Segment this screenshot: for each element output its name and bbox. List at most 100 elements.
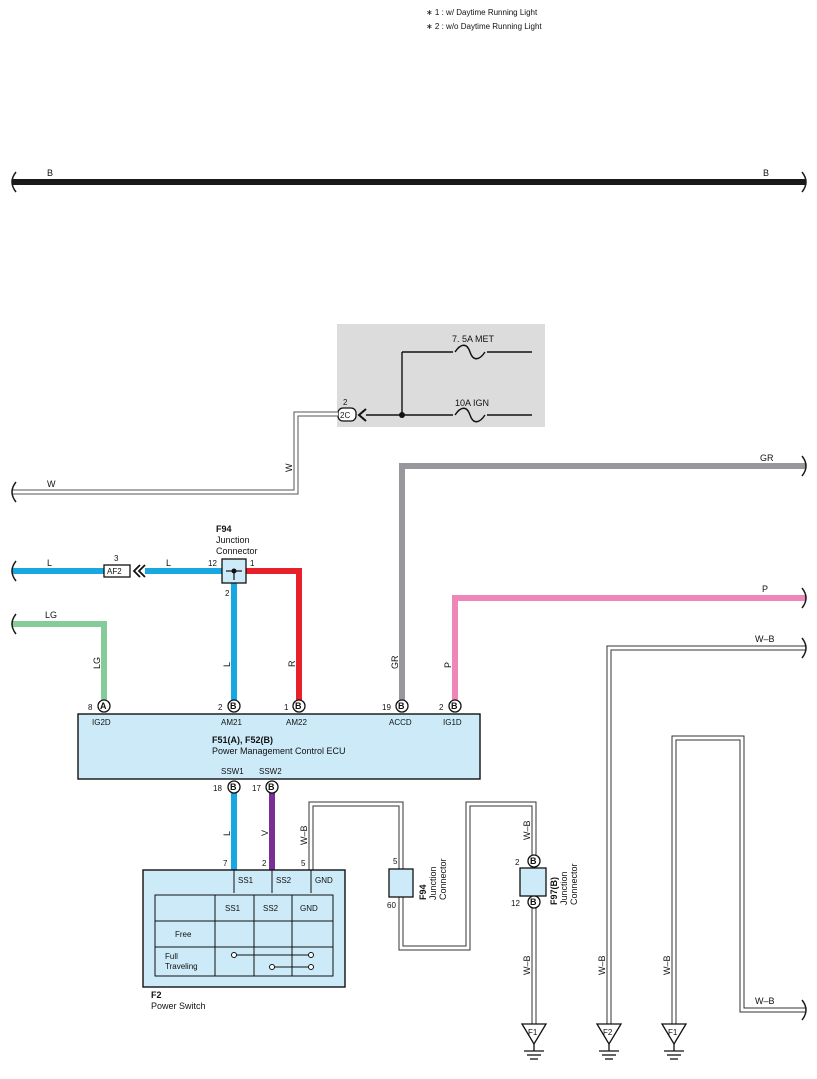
f2-row-free: Free	[175, 930, 192, 939]
ecu-pin-ig1d: B 2 IG1D	[439, 699, 462, 727]
f97-id: F97(B)	[549, 877, 559, 905]
ground-f1-icon	[520, 1023, 548, 1060]
f2-row-traveling: Traveling	[165, 962, 198, 971]
connector-2c-pin: 2	[343, 398, 348, 407]
f2-terminal-ss2: SS2	[276, 876, 292, 885]
f94-bottom-pin-bottom: 60	[387, 901, 396, 910]
wire-l-label-left: L	[47, 558, 52, 568]
fuse-box	[337, 324, 545, 427]
wire-v-ssw2-label: V	[260, 830, 270, 836]
wire-gr	[399, 455, 807, 700]
wire-gr-label: GR	[760, 453, 774, 463]
ecu-pin-am22: B 1 AM22	[284, 699, 307, 727]
svg-text:19: 19	[382, 703, 391, 712]
junction-connector-f94-icon	[221, 558, 247, 584]
f94-top-pin-left: 12	[208, 559, 217, 568]
svg-text:1: 1	[284, 703, 289, 712]
svg-text:AM22: AM22	[286, 718, 307, 727]
wire-lg-vertical-label: LG	[92, 657, 102, 669]
svg-text:17: 17	[252, 784, 261, 793]
connector-af2-pin: 3	[114, 554, 119, 563]
svg-text:AM21: AM21	[221, 718, 242, 727]
svg-text:ACCD: ACCD	[389, 718, 412, 727]
svg-text:B: B	[230, 701, 237, 711]
ecu-title: F51(A), F52(B)	[212, 735, 273, 745]
svg-text:IG2D: IG2D	[92, 718, 111, 727]
svg-text:A: A	[100, 701, 107, 711]
fuse-1-label: 7. 5A MET	[452, 334, 495, 344]
junction-connector-f97	[519, 867, 547, 897]
f2-id: F2	[151, 990, 162, 1000]
wire-l-left	[11, 560, 222, 582]
f2-table-header-gnd: GND	[300, 904, 318, 913]
ecu-pin-ssw1: B 18	[213, 780, 241, 794]
wire-b	[11, 171, 807, 193]
power-switch-terminal-strip	[233, 870, 312, 893]
svg-text:B: B	[230, 782, 237, 792]
wire-wb-f2-label: W–B	[597, 955, 607, 975]
f94-bottom-line2: Connector	[438, 858, 448, 900]
ecu-pin-ig2d: A 8 IG2D	[88, 699, 111, 727]
ground-f1b-icon	[660, 1023, 688, 1060]
fuse-2-label: 10A IGN	[455, 398, 489, 408]
f94-top-id: F94	[216, 524, 232, 534]
svg-text:B: B	[295, 701, 302, 711]
svg-text:B: B	[398, 701, 405, 711]
wire-l-label-mid: L	[166, 558, 171, 568]
f97-pin-top: B 2	[515, 854, 541, 868]
svg-text:B: B	[268, 782, 275, 792]
f97-pin-bottom: B 12	[511, 895, 541, 909]
wire-wb-gnd-label: W–B	[299, 825, 309, 845]
svg-text:18: 18	[213, 784, 222, 793]
svg-text:2: 2	[439, 703, 444, 712]
svg-text:12: 12	[511, 899, 520, 908]
wire-r-am22-label: R	[287, 660, 297, 667]
wire-wb-gnd	[308, 801, 537, 951]
wire-wb-right-top-label: W–B	[755, 634, 775, 644]
ground-f1-label: F1	[528, 1028, 538, 1037]
svg-text:8: 8	[88, 703, 93, 712]
f2-pin-2: 2	[262, 859, 267, 868]
power-switch-table	[154, 894, 334, 977]
svg-text:2: 2	[218, 703, 223, 712]
ecu-pin-accd: B 19 ACCD	[382, 699, 412, 727]
f94-bottom-id: F94	[418, 884, 428, 900]
wire-lg	[11, 613, 107, 700]
wire-wb-f1b-label: W–B	[662, 955, 672, 975]
wire-wb-f97-bottom-label: W–B	[522, 955, 532, 975]
ecu-subtitle: Power Management Control ECU	[212, 746, 346, 756]
svg-text:IG1D: IG1D	[443, 718, 462, 727]
wire-wb-right-bottom-label: W–B	[755, 996, 775, 1006]
f94-top-line2: Connector	[216, 546, 258, 556]
connector-af2-label: AF2	[107, 567, 122, 576]
note-1: ∗ 1 : w/ Daytime Running Light	[426, 8, 538, 17]
wire-wb-right-top	[606, 637, 807, 1024]
wire-w	[11, 411, 338, 503]
f94-top-line1: Junction	[216, 535, 250, 545]
svg-text:B: B	[530, 897, 537, 907]
ecu-pin-ssw2-name: SSW2	[259, 767, 282, 776]
ecu-pin-ssw1-name: SSW1	[221, 767, 244, 776]
fuse-7-5a-met-icon	[453, 344, 487, 360]
f94-top-pin-bottom: 2	[225, 589, 230, 598]
ecu-pin-ssw2: B 17	[252, 780, 279, 794]
f2-pin-5: 5	[301, 859, 306, 868]
svg-text:B: B	[530, 856, 537, 866]
wire-wb-f97-top-label: W–B	[522, 820, 532, 840]
wire-p-vertical-label: P	[443, 662, 453, 668]
f2-name: Power Switch	[151, 1001, 206, 1011]
wire-l-am21-label: L	[222, 662, 232, 667]
f2-table-header-ss2: SS2	[263, 904, 279, 913]
wire-lg-label: LG	[45, 610, 57, 620]
connector-2c-label: 2C	[340, 411, 350, 420]
ground-f1b-label: F1	[668, 1028, 678, 1037]
svg-text:B: B	[451, 701, 458, 711]
wire-b-label-right: B	[763, 168, 769, 178]
note-2: ∗ 2 : w/o Daytime Running Light	[426, 22, 542, 31]
ecu-box	[77, 713, 481, 780]
f94-bottom-line1: Junction	[428, 866, 438, 900]
splice-point	[399, 412, 405, 418]
wire-b-label-left: B	[47, 168, 53, 178]
f97-line2: Connector	[569, 863, 579, 905]
